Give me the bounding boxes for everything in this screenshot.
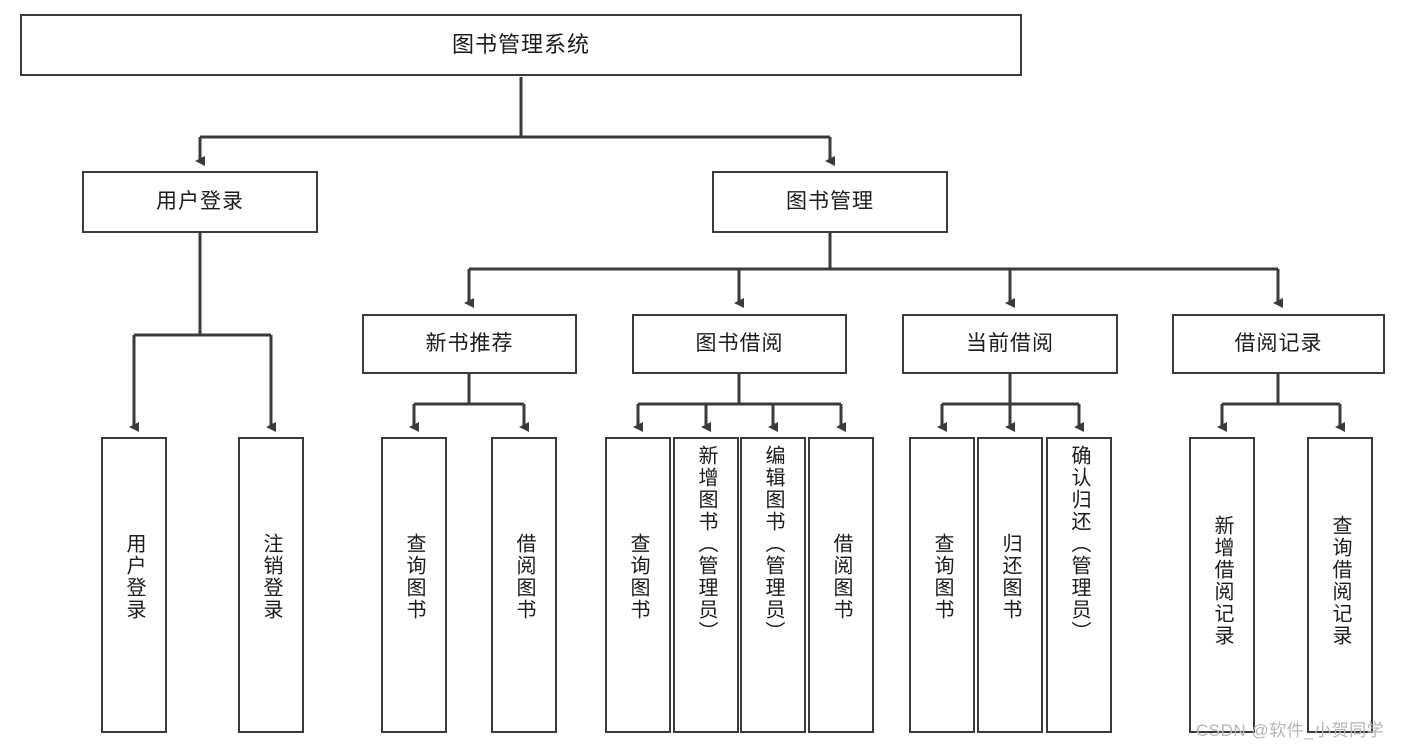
- leaf-query-book-recommend[interactable]: 查询图书: [381, 437, 447, 733]
- node-borrow-records[interactable]: 借阅记录: [1172, 314, 1385, 374]
- node-label: 新书推荐: [425, 331, 514, 355]
- node-label: 借阅图书: [830, 533, 852, 621]
- leaf-query-borrow-record[interactable]: 查询借阅记录: [1307, 437, 1373, 733]
- leaf-user-login[interactable]: 用户登录: [101, 437, 167, 733]
- leaf-add-book-admin[interactable]: 新增图书（管理员）: [673, 437, 739, 733]
- node-label: 查询借阅记录: [1329, 515, 1351, 647]
- node-label: 注销登录: [260, 533, 282, 621]
- node-book-management[interactable]: 图书管理: [712, 171, 948, 233]
- leaf-add-borrow-record[interactable]: 新增借阅记录: [1189, 437, 1255, 733]
- node-current-borrow[interactable]: 当前借阅: [902, 314, 1118, 374]
- leaf-query-book-borrow[interactable]: 查询图书: [605, 437, 671, 733]
- leaf-logout[interactable]: 注销登录: [238, 437, 304, 733]
- node-label: 借阅记录: [1234, 331, 1323, 355]
- node-user-login[interactable]: 用户登录: [82, 171, 318, 233]
- node-label: 查询图书: [931, 533, 953, 621]
- node-label: 编辑图书（管理员）: [762, 445, 784, 643]
- leaf-borrow-book-recommend[interactable]: 借阅图书: [491, 437, 557, 733]
- leaf-edit-book-admin[interactable]: 编辑图书（管理员）: [740, 437, 806, 733]
- node-book-borrow[interactable]: 图书借阅: [632, 314, 847, 374]
- node-label: 当前借阅: [966, 331, 1054, 355]
- node-root-system[interactable]: 图书管理系统: [20, 14, 1022, 76]
- node-label: 用户登录: [123, 533, 145, 621]
- node-label: 图书管理: [786, 189, 874, 213]
- leaf-query-book-current[interactable]: 查询图书: [909, 437, 975, 733]
- node-label: 新增图书（管理员）: [695, 445, 717, 643]
- node-label: 用户登录: [156, 189, 244, 213]
- node-label: 确认归还（管理员）: [1068, 445, 1090, 643]
- watermark-text: CSDN @软件_小贺同学: [1196, 721, 1385, 740]
- node-label: 借阅图书: [513, 533, 535, 621]
- leaf-return-book[interactable]: 归还图书: [977, 437, 1043, 733]
- leaf-confirm-return-admin[interactable]: 确认归还（管理员）: [1046, 437, 1112, 733]
- node-new-book-recommend[interactable]: 新书推荐: [362, 314, 577, 374]
- node-label: 图书管理系统: [451, 32, 590, 58]
- node-label: 新增借阅记录: [1211, 515, 1233, 647]
- node-label: 查询图书: [627, 533, 649, 621]
- node-label: 归还图书: [999, 533, 1021, 621]
- node-label: 查询图书: [403, 533, 425, 621]
- leaf-borrow-book[interactable]: 借阅图书: [808, 437, 874, 733]
- node-label: 图书借阅: [695, 331, 784, 355]
